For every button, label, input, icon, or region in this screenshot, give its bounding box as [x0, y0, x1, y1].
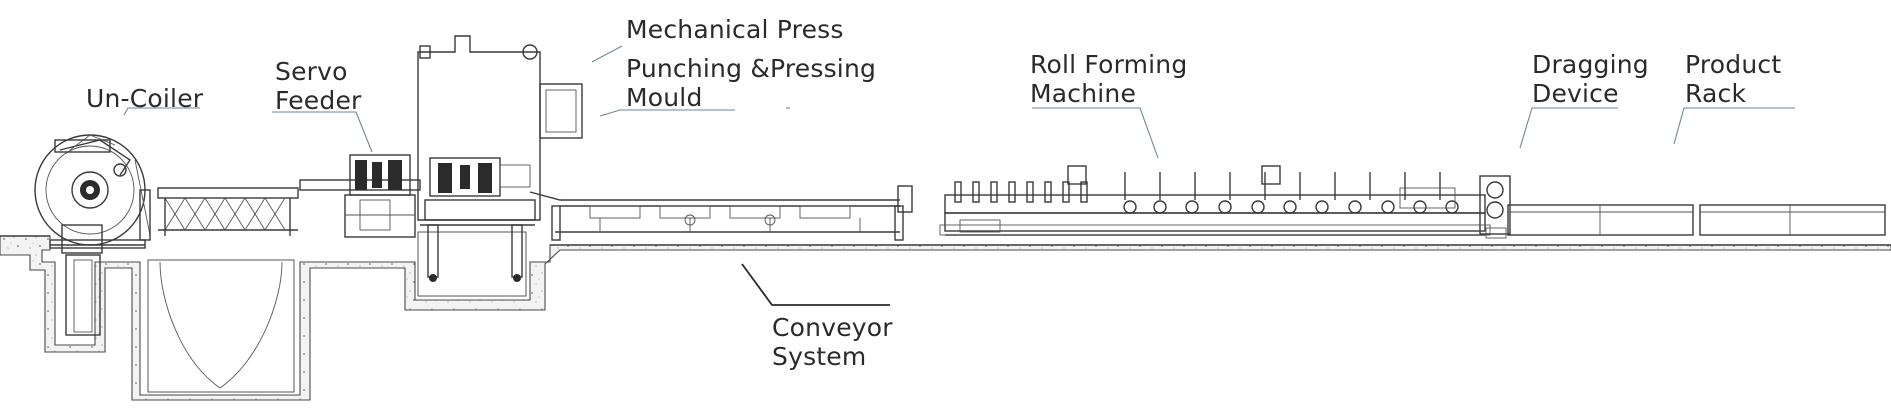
- label-dragging-line2: Device: [1532, 79, 1619, 108]
- label-roll-forming-line1: Roll Forming: [1030, 50, 1188, 79]
- label-conveyor-line2: System: [772, 342, 867, 371]
- label-roll-forming-machine: Roll Forming Machine: [1030, 50, 1187, 108]
- label-roll-forming-line2: Machine: [1030, 79, 1137, 108]
- label-punching-pressing-mould: Punching &Pressing Mould: [626, 54, 876, 112]
- label-product-line1: Product: [1685, 50, 1782, 79]
- label-punching-line2: Mould: [626, 83, 703, 112]
- label-servo-line1: Servo: [275, 57, 348, 86]
- label-product-line2: Rack: [1685, 79, 1747, 108]
- loop-bridge: [157, 187, 299, 236]
- label-dragging-device: Dragging Device: [1532, 50, 1649, 108]
- label-product-rack: Product Rack: [1685, 50, 1781, 108]
- label-conveyor-system: Conveyor System: [772, 313, 893, 371]
- concrete-foundation: [0, 231, 1891, 401]
- label-uncoiler: Un-Coiler: [86, 84, 204, 113]
- roll-forming-machine: [939, 165, 1491, 236]
- servo-feeder-machine: [299, 154, 421, 238]
- uncoiler-machine: [34, 134, 151, 336]
- label-servo-feeder: Servo Feeder: [275, 57, 362, 115]
- label-servo-line2: Feeder: [275, 86, 362, 115]
- label-dragging-line1: Dragging: [1532, 50, 1649, 79]
- conveyor-system: [529, 185, 913, 241]
- dragging-device-machine: [1479, 175, 1511, 239]
- product-rack: [1507, 204, 1886, 236]
- leader-lines: [123, 45, 1795, 306]
- label-mechanical-press: Mechanical Press: [626, 15, 844, 44]
- label-punching-line1: Punching &Pressing: [626, 54, 877, 83]
- mechanical-press-machine: [417, 35, 583, 282]
- label-conveyor-line1: Conveyor: [772, 313, 893, 342]
